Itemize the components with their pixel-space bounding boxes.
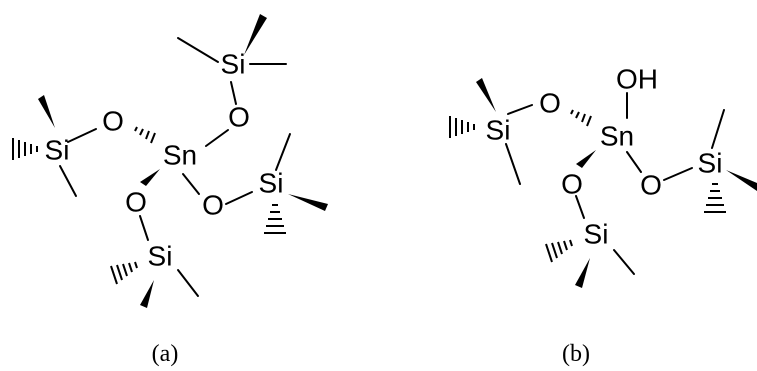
wedge-si-bottom-methyl-down [140, 280, 154, 308]
bond-si-top-methyl-left [177, 37, 219, 63]
hash-si-left-methyl-left-b [449, 116, 475, 138]
atom-o-bottom-b: O [561, 169, 583, 200]
bond-si-bottom-methyl-right [177, 269, 199, 297]
bond-si-left-o-left [67, 128, 97, 143]
atom-sn-a: Sn [163, 140, 197, 171]
hash-si-right-methyl-down-b [704, 183, 726, 213]
atom-si-bottom: Si [148, 241, 173, 272]
wedge-si-right-methyl-right-b [726, 170, 757, 191]
atom-o-bottom: O [125, 187, 147, 218]
caption-b: (b) [562, 341, 590, 367]
atom-oh: OH [616, 64, 658, 95]
bond-si-left-o-left-b [507, 104, 533, 115]
atom-o-top: O [228, 102, 250, 133]
atom-sn-b: Sn [600, 121, 634, 152]
caption-a: (a) [152, 341, 179, 367]
wedge-si-top-methyl-up [244, 14, 267, 55]
bond-sn-o-right-b [626, 151, 642, 173]
bond-o-bottom-si-bottom-b [575, 195, 585, 219]
bond-si-right-methyl-up-b [711, 109, 725, 149]
bond-si-left-methyl-down-b [505, 143, 521, 185]
wedge-si-left-methyl-up-b [476, 78, 496, 112]
bond-o-top-sn [205, 129, 229, 147]
atom-o-right-b: O [640, 170, 662, 201]
hash-si-right-methyl-down [264, 204, 286, 234]
hash-si-bottom-methyl-left-b [545, 239, 573, 263]
wedge-si-left-methyl-up [38, 95, 55, 128]
bond-o-right-si-right-b [663, 167, 693, 181]
hash-o-left-sn [134, 126, 156, 144]
atom-o-right: O [202, 190, 224, 221]
bond-si-top-o-top [230, 81, 237, 105]
wedge-sn-o-bottom-b [576, 150, 596, 168]
atom-si-top: Si [221, 49, 246, 80]
hash-si-bottom-methyl-left [110, 261, 138, 285]
hash-o-left-sn-b [570, 109, 592, 127]
atom-si-left: Si [45, 135, 70, 166]
bond-si-right-methyl-up [275, 133, 291, 171]
atom-si-bottom-b: Si [584, 219, 609, 250]
atom-si-left-b: Si [486, 115, 511, 146]
atom-o-left: O [102, 106, 124, 137]
structure-a: Si O O Si Sn O O Si Si (a) [12, 14, 328, 367]
atom-si-right: Si [259, 168, 284, 199]
wedge-si-right-methyl-right [288, 194, 328, 211]
structure-b: OH O Si Sn O O Si Si (b) [449, 64, 757, 367]
bond-o-right-si-right [225, 191, 253, 205]
bond-o-bottom-si-bottom [139, 215, 149, 241]
bond-sn-o-right [182, 173, 200, 195]
hash-si-left-methyl-left [12, 138, 38, 160]
atom-si-right-b: Si [698, 148, 723, 179]
wedge-sn-o-bottom [140, 169, 160, 186]
bond-si-left-methyl-down [59, 165, 77, 197]
wedge-si-bottom-methyl-down-b [575, 258, 590, 288]
bond-si-bottom-methyl-right-b [613, 249, 635, 275]
atom-o-left-b: O [539, 88, 561, 119]
